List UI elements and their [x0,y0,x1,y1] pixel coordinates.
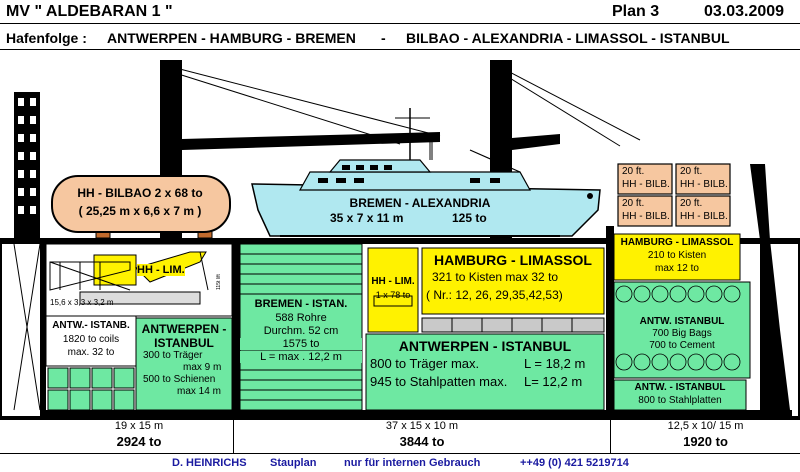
coils-label-2: 1820 to coils [62,334,120,345]
steel-plates-3 [613,379,747,411]
footer-phone: ++49 (0) 421 5219714 [520,457,629,469]
left-tower [14,92,40,240]
pipes-stack [239,243,363,411]
pipe-lines [240,253,362,401]
route-part-1: ANTWERPEN - HAMBURG - BREMEN [107,30,356,46]
container-1-line-1: 20 ft. [622,166,645,177]
antw-2-row-2b: L= 12,2 m [524,374,583,389]
coils-label-3: max. 32 to [67,347,115,358]
pipes-label-5: L = max . 12,2 m [240,351,362,363]
container-2-line-2: HH - BILB. [680,179,728,190]
coils-label-1: ANTW.- ISTANB. [52,320,130,331]
header-row-2 [0,24,800,50]
hamburg-2-line-3: ( Nr.: 12, 26, 29,35,42,53) [426,288,563,302]
antw-2-row-1b: L = 18,2 m [524,356,586,371]
container-4-line-2: HH - BILB. [680,211,728,222]
steel-3-title: ANTW. - ISTANBUL [634,382,726,393]
route-part-2: BILBAO - ALEXANDRIA - LIMASSOL - ISTANBU… [406,30,730,46]
crane-label-1: SWL 80 to 25 m [186,140,222,146]
hamburg-2-line-2: 321 to Kisten max 32 to [432,270,559,284]
antw-2-row-2a: 945 to Stahlpatten max. [370,374,508,389]
container-4-line-1: 20 ft. [680,198,703,209]
antwerpen-istanbul-1 [135,317,233,411]
separator-1 [40,240,46,416]
bags-line-2: 700 Big Bags [652,328,712,339]
summary-divider-1 [233,418,234,454]
pipes-label-1: BREMEN - ISTAN. [254,298,348,310]
bag-grid [615,285,741,371]
hamburg-2-title: HAMBURG - LIMASSOL [434,252,592,268]
route-separator: - [381,30,386,46]
antw-1-row-2: max 9 m [183,362,222,373]
crane-rigging [171,66,641,147]
hold3-tonnage: 1920 to [683,434,728,449]
bags-line-3: 700 to Cement [649,340,715,351]
container-3-line-1: 20 ft. [622,198,645,209]
crane-jib-1 [182,132,440,150]
pipes-label-4: 1575 to [240,338,362,350]
crane-label-2: SWL 80 to 25 m [514,139,550,145]
steel-plates-row [421,317,605,333]
container-3-line-2: HH - BILB. [622,211,670,222]
hamburg-limassol-3 [613,233,741,281]
antw-1-row-4: max 14 m [177,386,221,397]
antw-2-row-1a: 800 to Träger max. [370,356,480,371]
antw-1-row-3: 500 to Schienen [143,374,216,385]
plan-date: 03.03.2009 [704,3,785,20]
header-row-1 [0,0,800,24]
route-label: Hafenfolge : [6,30,87,46]
coil-stacks [47,367,135,411]
boat-label-1: BREMEN - ALEXANDRIA [349,196,491,210]
bow [750,164,790,410]
tank-label-2: ( 25,25 m x 6,6 x 7 m ) [78,204,202,218]
bilbao-tank [51,175,231,233]
container-2-line-1: 20 ft. [680,166,703,177]
footer-author: D. HEINRICHS [172,457,247,469]
hamburg-3-line-3: max 12 to [655,263,699,274]
small-box-label-1: HH - LIM. [371,276,415,287]
bags-title: ANTW. ISTANBUL [639,316,725,327]
pipes-label-2: 588 Rohre [275,312,327,324]
container-1-line-2: HH - BILB. [622,179,670,190]
crane-jib-2 [512,134,560,150]
hamburg-3-line-2: 210 to Kisten [647,250,707,261]
pipes-label-3: Durchm. 52 cm [263,325,339,337]
separator-3 [606,226,614,416]
ship-drawing [0,60,800,420]
antw-1-title-2: ISTANBUL [154,336,214,350]
summary-row [0,418,800,454]
small-box-label-2: 1 x 78 to [375,290,411,300]
hamburg-limassol-2 [421,247,605,315]
footer-note: nur für internen Gebrauch [344,457,481,469]
hold2-tonnage: 3844 to [399,434,445,449]
antw-1-title-1: ANTWERPEN - [141,322,227,336]
crew-boat [251,108,601,237]
boat-label-3: 125 to [452,211,487,225]
summary-divider-2 [610,418,611,454]
hold2-dims: 37 x 15 x 10 m [385,420,459,432]
vessel-name: MV " ALDEBARAN 1 " [6,3,173,20]
antwerpen-istanbul-2 [365,333,605,411]
container-stack [617,163,731,227]
crane-machine-side: 115t lift [216,274,222,290]
plan-number: Plan 3 [612,3,660,20]
separator-2 [232,240,240,416]
antw-1-row-1: 300 to Träger [143,350,203,361]
hold1-tonnage: 2924 to [116,434,162,449]
footer-plan-word: Stauplan [270,457,317,469]
steel-3-line-2: 800 to Stahlplatten [638,395,722,406]
small-box [367,247,419,333]
antw-2-title: ANTWERPEN - ISTANBUL [398,338,572,354]
tank-label-1: HH - BILBAO 2 x 68 to [77,186,203,200]
hamburg-3-title: HAMBURG - LIMASSOL [620,237,734,248]
crane-machine-dims: 15,6 x 3,3 x 3,2 m [50,298,114,307]
crane-machine-label: HH - LIM. [137,264,185,276]
boat-label-2: 35 x 7 x 11 m [330,211,404,225]
hold1-dims: 19 x 15 m [114,420,164,432]
hold3-dims: 12,5 x 10/ 15 m [667,420,744,432]
